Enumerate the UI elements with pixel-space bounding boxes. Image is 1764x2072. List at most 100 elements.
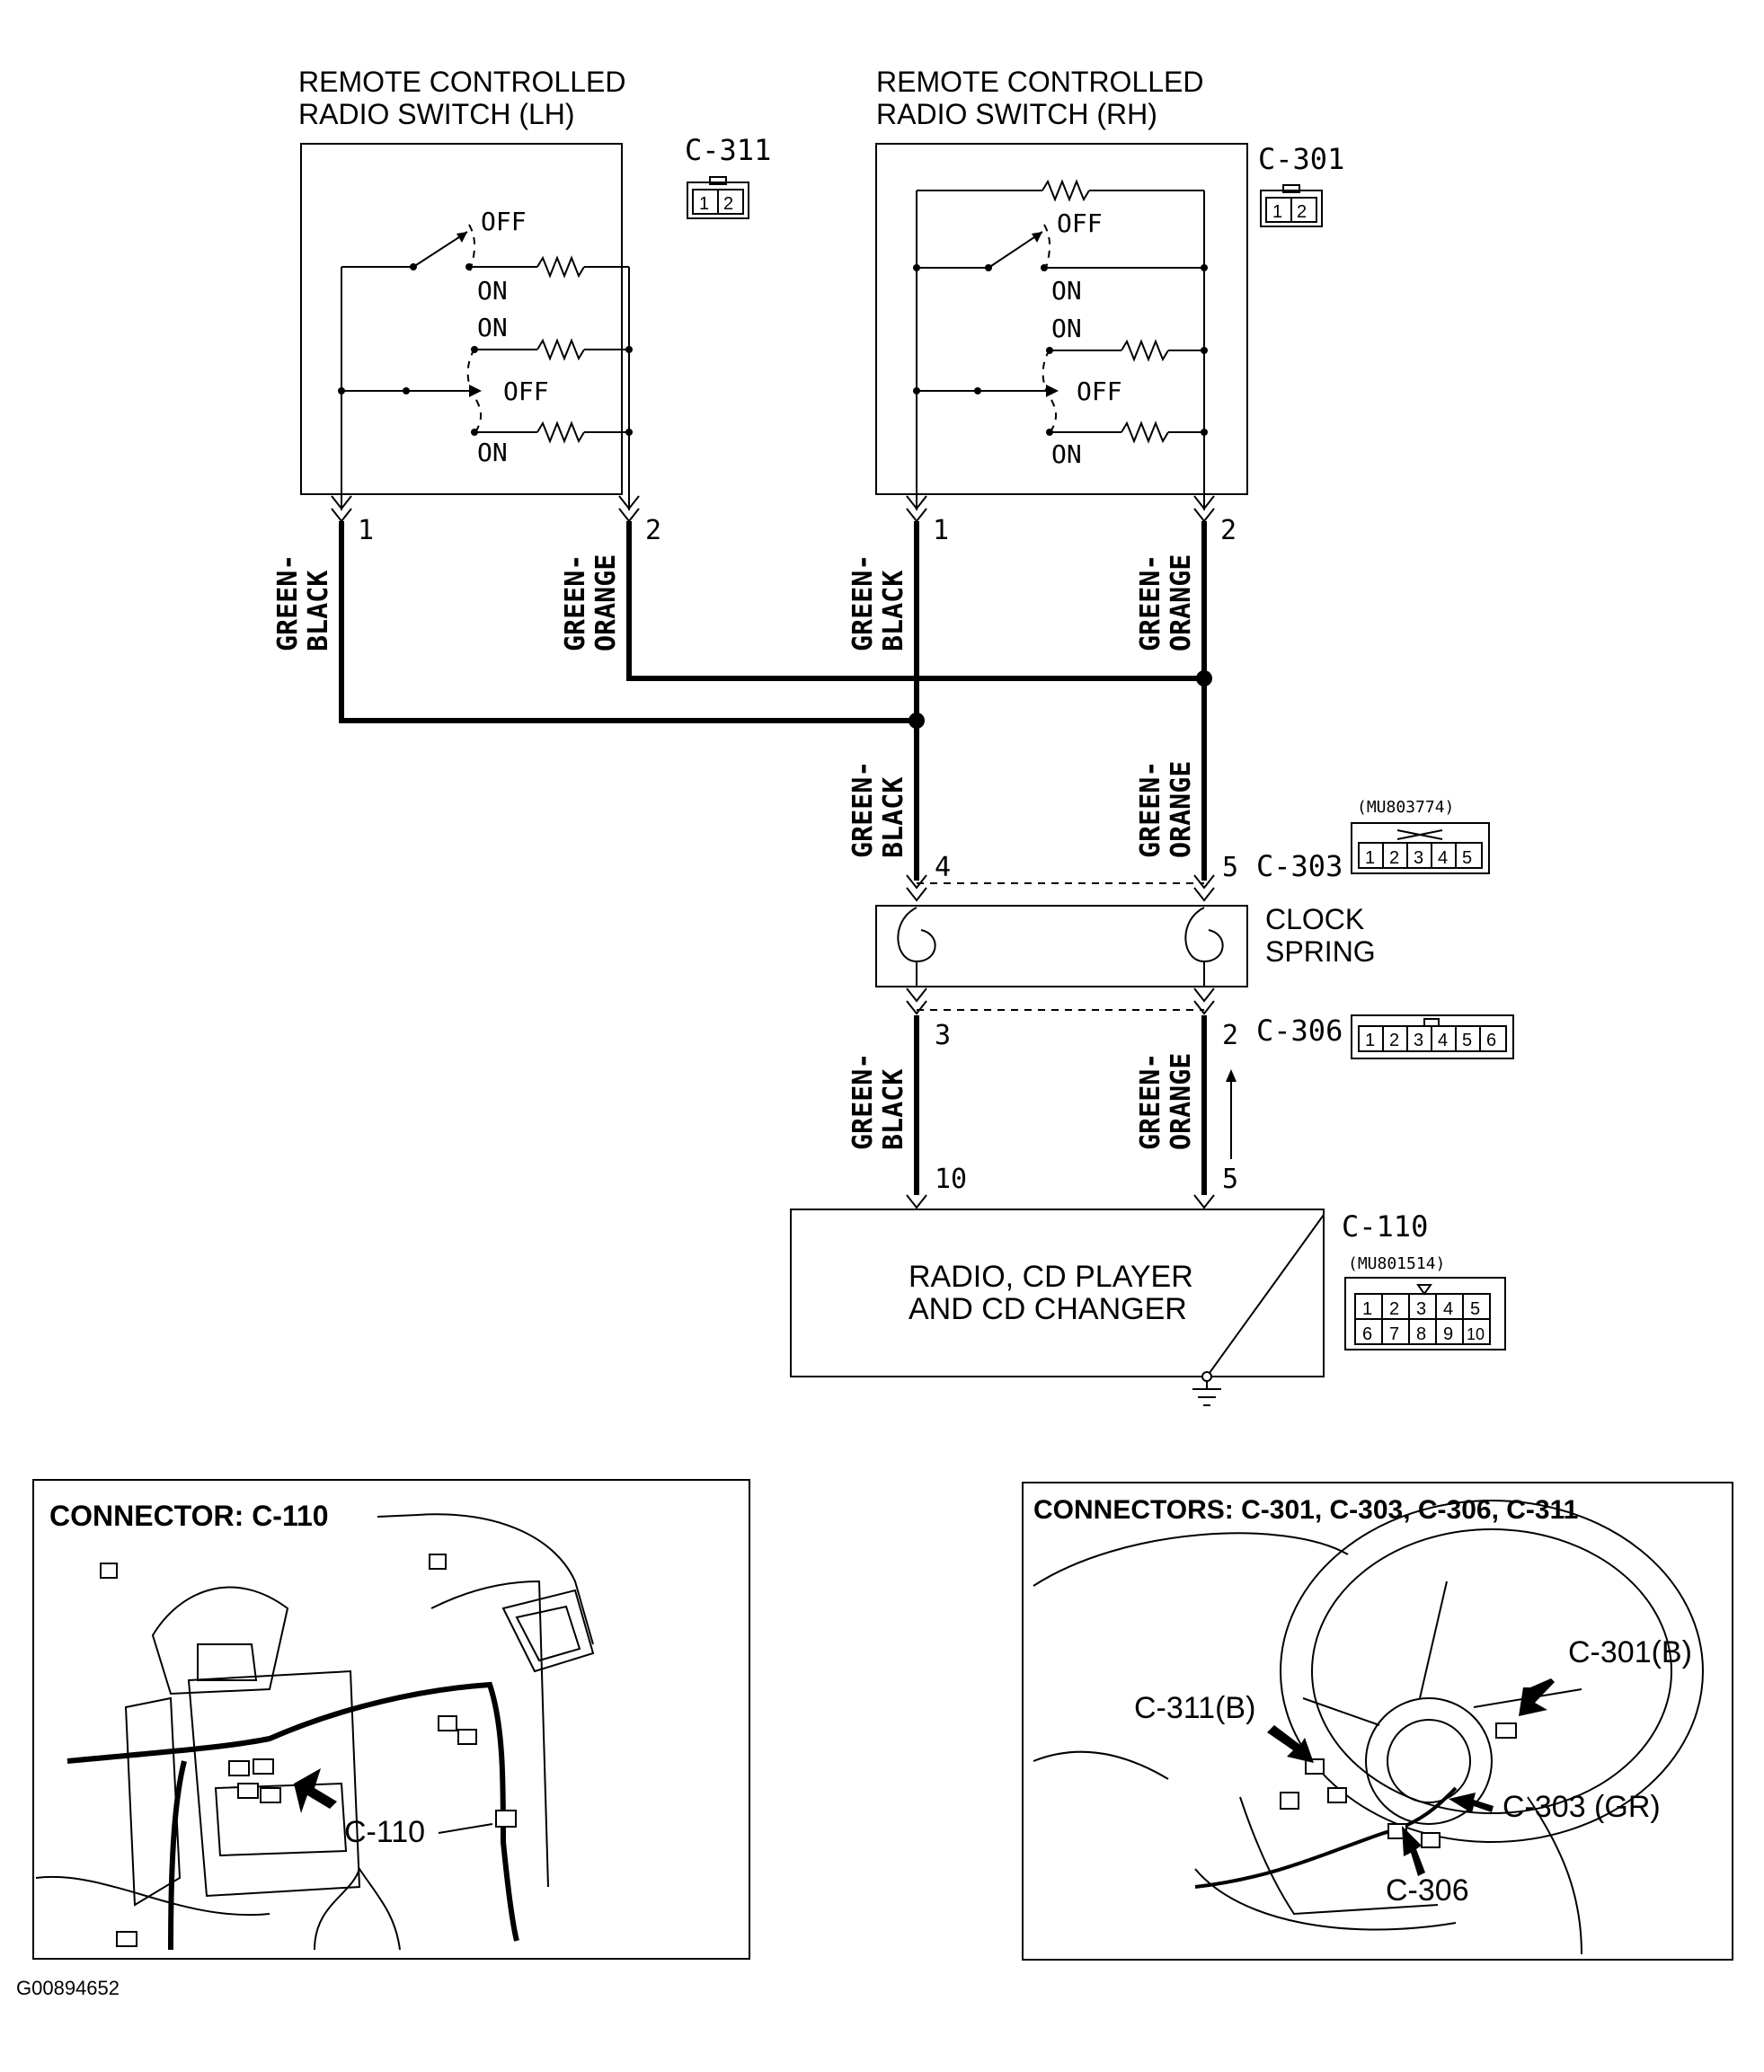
rh-title-line1: REMOTE CONTROLLED xyxy=(876,66,1203,98)
c301-connector-icon: 1 2 xyxy=(1260,184,1323,227)
rh-pin1: 1 xyxy=(933,515,949,546)
rh-on-1: ON xyxy=(1051,276,1082,305)
steering-illustration xyxy=(1033,1500,1704,1955)
lh-pin2: 2 xyxy=(645,515,661,546)
radio-pin-right: 5 xyxy=(1222,1164,1238,1195)
rh-title-line2: RADIO SWITCH (RH) xyxy=(876,98,1157,130)
rh-switch-box xyxy=(875,143,1248,495)
svg-text:GREEN-: GREEN- xyxy=(847,761,879,858)
c303-pin-3: 3 xyxy=(1414,848,1423,868)
lh-on-2: ON xyxy=(477,313,508,342)
radio-unit: 10 5 RADIO, CD PLAYER AND CD CHANGER C-1… xyxy=(790,1164,1506,1406)
c303-arrow-icon xyxy=(1449,1793,1494,1813)
svg-text:GREEN-: GREEN- xyxy=(560,554,591,651)
label-rh-green-orange: GREEN- ORANGE xyxy=(1135,554,1197,651)
svg-text:BLACK: BLACK xyxy=(878,571,909,651)
c306-label: C-306 xyxy=(1256,1014,1343,1048)
svg-text:GREEN-: GREEN- xyxy=(1135,1053,1166,1150)
svg-text:BLACK: BLACK xyxy=(878,777,909,858)
c303-connector-icon: 1 2 3 4 5 xyxy=(1351,822,1490,874)
label-lh-green-orange: GREEN- ORANGE xyxy=(560,554,622,651)
c110-pin-3: 3 xyxy=(1416,1299,1426,1319)
c110-pin-1: 1 xyxy=(1362,1299,1372,1319)
c311-pin-2: 2 xyxy=(723,194,733,214)
svg-text:GREEN-: GREEN- xyxy=(272,554,304,651)
clock-spring: CLOCK SPRING xyxy=(875,903,1376,987)
c306-pin-right: 2 xyxy=(1222,1020,1238,1051)
svg-text:BLACK: BLACK xyxy=(303,571,334,651)
locator-right-title: CONNECTORS: C-301, C-303, C-306, C-311 xyxy=(1033,1495,1578,1525)
rh-off-1: OFF xyxy=(1057,208,1103,238)
callout-c303: C-303 (GR) xyxy=(1503,1790,1661,1824)
c311-connector-icon: 1 2 xyxy=(687,176,749,219)
c303-pin-2: 2 xyxy=(1389,848,1399,868)
c301-arrow-icon xyxy=(1519,1678,1555,1716)
c110-pin-7: 7 xyxy=(1389,1324,1399,1344)
svg-text:GREEN-: GREEN- xyxy=(1135,761,1166,858)
clock-spring-line1: CLOCK xyxy=(1265,903,1364,935)
c306-connector-icon: 1 2 3 4 5 6 xyxy=(1351,1014,1514,1059)
figure-id: G00894652 xyxy=(16,1977,120,1999)
svg-text:GREEN-: GREEN- xyxy=(1135,554,1166,651)
rh-on-3: ON xyxy=(1051,439,1082,469)
label-mid-green-black: GREEN- BLACK xyxy=(847,761,909,858)
label-low-green-black: GREEN- BLACK xyxy=(847,1053,909,1150)
c306-pin-3: 3 xyxy=(1414,1031,1423,1050)
label-lh-green-black: GREEN- BLACK xyxy=(272,554,334,651)
c306-connector: 3 2 C-306 1 2 3 4 5 6 xyxy=(906,987,1514,1159)
c306-pin-1: 1 xyxy=(1365,1031,1375,1050)
locator-left-callout: C-110 xyxy=(344,1815,425,1849)
c311-label: C-311 xyxy=(685,133,771,167)
rh-pin2: 2 xyxy=(1220,515,1237,546)
lh-on-1: ON xyxy=(477,276,508,305)
svg-text:ORANGE: ORANGE xyxy=(1166,554,1197,651)
clock-spring-box xyxy=(875,905,1248,987)
callout-c306: C-306 xyxy=(1386,1873,1469,1908)
splice-black xyxy=(909,713,925,729)
splice-orange xyxy=(1196,670,1212,686)
lh-title-line2: RADIO SWITCH (LH) xyxy=(298,98,575,130)
locator-left-frame xyxy=(32,1479,750,1960)
radio-pin-left: 10 xyxy=(935,1164,967,1195)
callout-c311: C-311(B) xyxy=(1134,1691,1255,1725)
wires xyxy=(339,521,1212,1195)
c303-label: C-303 xyxy=(1256,849,1343,883)
lh-off-1: OFF xyxy=(481,207,527,236)
lh-on-3: ON xyxy=(477,438,508,467)
c110-arrow-icon xyxy=(294,1768,337,1813)
radio-line1: RADIO, CD PLAYER xyxy=(909,1260,1193,1294)
lh-off-2: OFF xyxy=(503,376,549,406)
lh-pin1: 1 xyxy=(358,515,374,546)
c301-pin-2: 2 xyxy=(1297,202,1307,222)
c301-pin-1: 1 xyxy=(1272,202,1282,222)
lh-switch-box xyxy=(300,143,623,495)
c306-pin-left: 3 xyxy=(935,1020,951,1051)
c306-pin-2: 2 xyxy=(1389,1031,1399,1050)
c306-pin-4: 4 xyxy=(1438,1031,1448,1050)
c306-pin-5: 5 xyxy=(1462,1031,1472,1050)
c303-part-number: (MU803774) xyxy=(1357,798,1454,817)
locator-right-frame xyxy=(1022,1482,1733,1961)
c303-pin-right: 5 xyxy=(1222,852,1238,883)
c110-pin-8: 8 xyxy=(1416,1324,1426,1344)
c303-pin-5: 5 xyxy=(1462,848,1472,868)
label-mid-green-orange: GREEN- ORANGE xyxy=(1135,761,1197,858)
svg-text:GREEN-: GREEN- xyxy=(847,1053,879,1150)
c306-arrow-icon xyxy=(1402,1826,1425,1876)
label-rh-green-black: GREEN- BLACK xyxy=(847,554,909,651)
radio-box xyxy=(790,1209,1325,1377)
svg-text:ORANGE: ORANGE xyxy=(590,554,622,651)
c110-pin-9: 9 xyxy=(1443,1324,1453,1344)
svg-text:GREEN-: GREEN- xyxy=(847,554,879,651)
c303-pin-left: 4 xyxy=(935,852,951,883)
rh-switch: REMOTE CONTROLLED RADIO SWITCH (RH) C-30… xyxy=(875,66,1344,546)
svg-text:ORANGE: ORANGE xyxy=(1166,1053,1197,1150)
c110-pin-10: 10 xyxy=(1467,1325,1485,1343)
clock-spring-line2: SPRING xyxy=(1265,935,1376,968)
c306-pin-6: 6 xyxy=(1486,1031,1496,1050)
label-low-green-orange: GREEN- ORANGE xyxy=(1135,1053,1197,1150)
svg-text:ORANGE: ORANGE xyxy=(1166,761,1197,858)
ground-icon xyxy=(1192,1381,1221,1406)
